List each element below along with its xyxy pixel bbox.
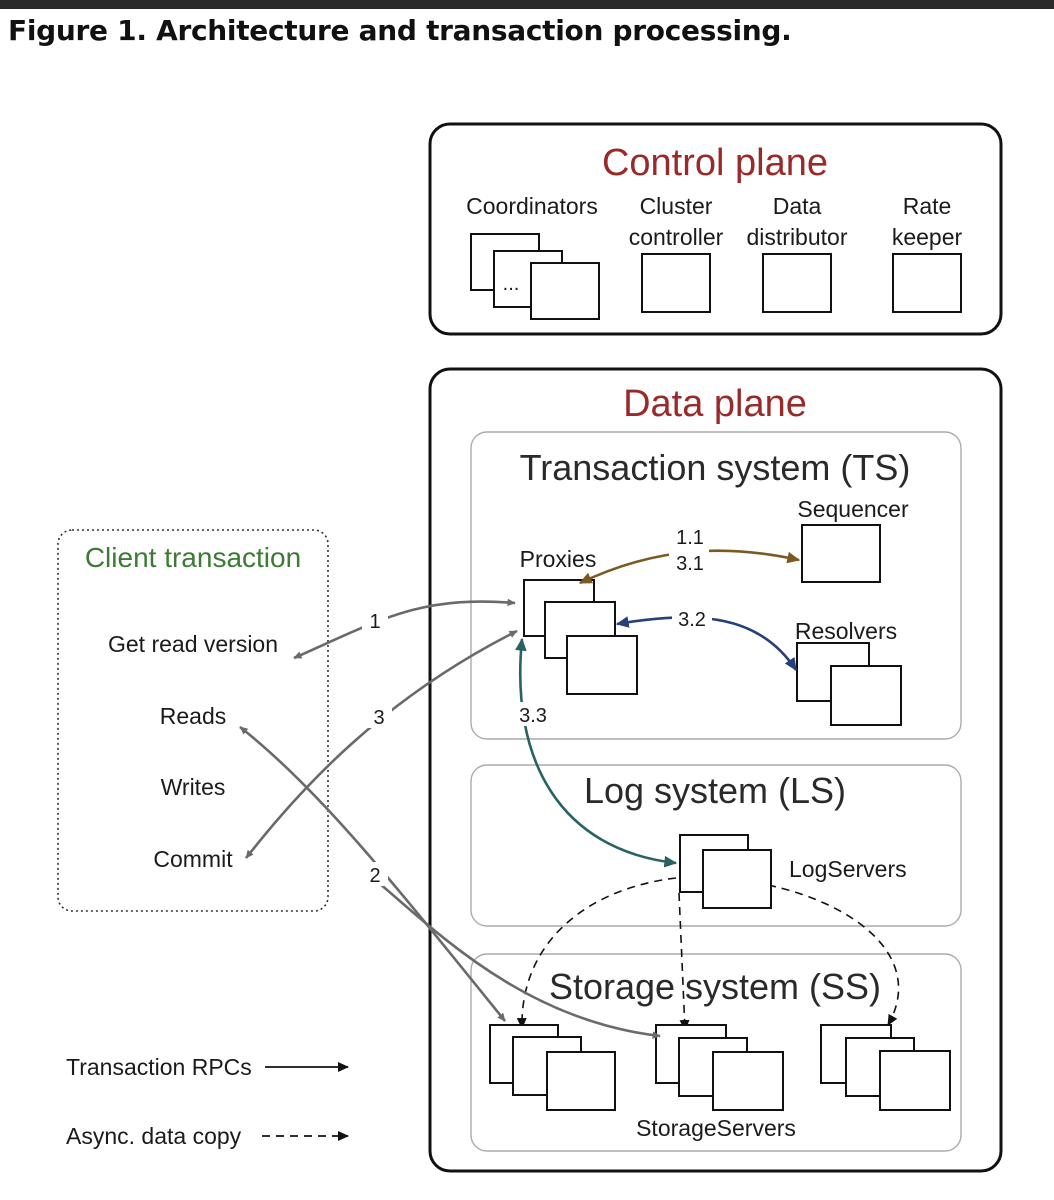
legend: Transaction RPCs Async. data copy — [66, 1054, 349, 1149]
client-transaction: Client transaction Get read version Read… — [57, 529, 329, 912]
storage-server-c3 — [879, 1050, 951, 1111]
storage-system-title: Storage system (SS) — [549, 966, 881, 1007]
client-transaction-title: Client transaction — [85, 542, 301, 573]
legend-rpc-label: Transaction RPCs — [66, 1054, 252, 1080]
label-step-3: 3 — [373, 707, 384, 729]
arrow-log-servers — [515, 637, 678, 868]
async-arrow-middle — [678, 892, 690, 1031]
async-copy-arrows — [516, 877, 900, 1031]
cluster-controller-box — [641, 253, 711, 313]
arrow-reads-left — [239, 725, 507, 1022]
label-step-1-1: 1.1 — [676, 527, 704, 549]
log-server-box-2 — [702, 849, 772, 909]
async-arrow-left — [516, 877, 677, 1029]
top-bar — [0, 0, 1054, 9]
client-step-get-read-version: Get read version — [108, 631, 278, 657]
sequencer-box — [801, 524, 881, 583]
log-servers-label: LogServers — [789, 856, 907, 882]
label-step-2: 2 — [369, 865, 380, 887]
resolvers-label: Resolvers — [795, 618, 897, 644]
rate-keeper-label-line2: keeper — [892, 224, 963, 250]
cluster-controller-label-line2: controller — [629, 224, 724, 250]
data-plane: Data plane Transaction system (TS) Log s… — [428, 367, 1003, 1173]
label-step-3-3: 3.3 — [519, 705, 547, 727]
control-plane-title: Control plane — [602, 142, 828, 184]
data-distributor-label-line1: Data — [773, 193, 822, 219]
client-step-commit: Commit — [153, 846, 233, 872]
arrow-reads-middle — [372, 876, 661, 1039]
arrow-labels: 1 3 2 1.1 3.1 3.2 3.3 — [362, 527, 712, 887]
storage-servers: StorageServers — [489, 1024, 951, 1141]
label-step-1: 1 — [369, 611, 380, 633]
client-step-writes: Writes — [161, 774, 226, 800]
coordinators-ellipsis: ... — [503, 273, 520, 295]
data-plane-title: Data plane — [623, 383, 807, 425]
arrow-resolvers — [615, 616, 798, 671]
client-step-reads: Reads — [160, 703, 226, 729]
rate-keeper-box — [892, 253, 962, 313]
transaction-system-title: Transaction system (TS) — [520, 447, 911, 488]
legend-async-label: Async. data copy — [66, 1123, 242, 1149]
proxies-label: Proxies — [520, 546, 597, 572]
cluster-controller-label-line1: Cluster — [640, 193, 713, 219]
label-step-3-2: 3.2 — [678, 609, 706, 631]
control-plane: Control plane Coordinators ... Cluster c… — [428, 122, 1003, 336]
log-servers: LogServers — [679, 834, 907, 909]
storage-servers-label: StorageServers — [636, 1115, 796, 1141]
rate-keeper-label-line1: Rate — [903, 193, 952, 219]
resolver-box-2 — [830, 665, 902, 726]
storage-server-b3 — [712, 1051, 784, 1111]
proxy-box-3 — [566, 635, 638, 695]
data-distributor-label-line2: distributor — [747, 224, 848, 250]
coordinators-label: Coordinators — [466, 193, 598, 219]
storage-server-a3 — [546, 1051, 616, 1111]
log-system-title: Log system (LS) — [584, 770, 846, 811]
sequencer-label: Sequencer — [797, 496, 909, 522]
label-step-3-1: 3.1 — [676, 553, 704, 575]
async-arrow-right — [767, 884, 900, 1026]
coordinator-box-3 — [530, 262, 600, 320]
data-distributor-box — [762, 253, 832, 313]
figure-title: Figure 1. Architecture and transaction p… — [8, 14, 792, 47]
